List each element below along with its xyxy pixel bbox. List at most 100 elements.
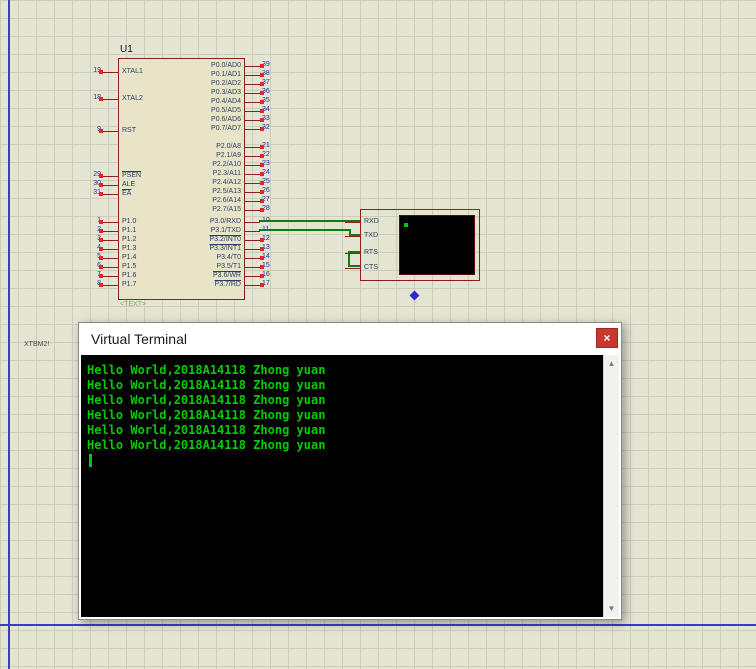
pin-label: P3.1/TXD xyxy=(210,227,241,234)
chip-body[interactable]: 19XTAL118XTAL29RST29PSEN30ALE31EA1P1.02P… xyxy=(93,58,270,300)
pin-label: P0.5/AD5 xyxy=(211,107,241,114)
pin-stub xyxy=(245,267,260,268)
pin-stub xyxy=(245,174,260,175)
pin-stub xyxy=(103,231,118,232)
pin-endpoint xyxy=(99,70,103,74)
sheet-border-bottom xyxy=(0,624,756,626)
pin-stub xyxy=(245,156,260,157)
pin-number: 31 xyxy=(93,189,101,196)
pin-stub xyxy=(245,147,260,148)
pin-number: 26 xyxy=(262,187,270,194)
pin-stub xyxy=(245,285,260,286)
terminal-line: Hello World,2018A14118 Zhong yuan xyxy=(87,408,326,422)
pin-label: CTS xyxy=(364,264,378,271)
pin-stub xyxy=(245,129,260,130)
pin-label: P1.7 xyxy=(122,281,137,288)
pin-stub xyxy=(245,210,260,211)
pin-stub xyxy=(103,99,118,100)
pin-endpoint xyxy=(99,183,103,187)
pin-endpoint xyxy=(260,109,264,113)
pin-number: 19 xyxy=(93,67,101,74)
pin-stub xyxy=(103,240,118,241)
pin-number: 33 xyxy=(262,115,270,122)
terminal-line: Hello World,2018A14118 Zhong yuan xyxy=(87,438,326,452)
pin-number: 24 xyxy=(262,169,270,176)
pin-stub xyxy=(245,240,260,241)
pin-stub xyxy=(245,258,260,259)
pin-stub xyxy=(103,258,118,259)
sheet-border-left xyxy=(8,0,10,669)
window-title: Virtual Terminal xyxy=(91,331,187,347)
pin-label: P2.1/A9 xyxy=(216,152,241,159)
pin-label: XTAL2 xyxy=(122,95,143,102)
pin-stub xyxy=(245,75,260,76)
close-button[interactable]: × xyxy=(596,328,618,348)
pin-stub xyxy=(245,93,260,94)
pin-label: EA xyxy=(122,190,132,197)
pin-endpoint xyxy=(260,163,264,167)
pin-number: 30 xyxy=(93,180,101,187)
pin-stub xyxy=(103,72,118,73)
pin-label: PSEN xyxy=(122,172,142,179)
pin-label: P0.4/AD4 xyxy=(211,98,241,105)
scroll-up-icon[interactable]: ▲ xyxy=(607,359,616,368)
pin-label: P3.2/INT0 xyxy=(209,236,241,243)
pin-stub xyxy=(103,267,118,268)
pin-number: 12 xyxy=(262,235,270,242)
pin-endpoint xyxy=(260,91,264,95)
pin-stub xyxy=(103,185,118,186)
pin-stub xyxy=(245,201,260,202)
pin-label: P1.1 xyxy=(122,227,137,234)
pin-stub xyxy=(103,131,118,132)
pin-label: P1.6 xyxy=(122,272,137,279)
chip-text-placeholder: <TEXT> xyxy=(120,301,147,308)
pin-stub xyxy=(245,120,260,121)
pin-stub xyxy=(245,102,260,103)
pin-stub xyxy=(345,268,360,269)
pin-endpoint xyxy=(260,82,264,86)
pin-number: 32 xyxy=(262,124,270,131)
pin-endpoint xyxy=(99,97,103,101)
pin-label: P0.6/AD6 xyxy=(211,116,241,123)
terminal-line: Hello World,2018A14118 Zhong yuan xyxy=(87,393,326,407)
pin-label: P2.7/A15 xyxy=(212,206,241,213)
pin-label: TXD xyxy=(364,232,378,239)
pin-stub xyxy=(245,192,260,193)
pin-label: P3.6/WR xyxy=(212,272,241,279)
pin-label: RTS xyxy=(364,249,378,256)
scroll-down-icon[interactable]: ▼ xyxy=(607,604,616,613)
pin-endpoint xyxy=(99,274,103,278)
pin-number: 35 xyxy=(262,97,270,104)
pin-number: 23 xyxy=(262,160,270,167)
chip-reference: U1 xyxy=(120,44,133,55)
pin-label: P3.5/T1 xyxy=(216,263,241,270)
window-titlebar[interactable]: Virtual Terminal × xyxy=(79,323,621,355)
terminal-line: Hello World,2018A14118 Zhong yuan xyxy=(87,363,326,377)
pin-label: P1.2 xyxy=(122,236,137,243)
pin-stub xyxy=(103,176,118,177)
pin-stub xyxy=(103,285,118,286)
pin-number: 27 xyxy=(262,196,270,203)
pin-endpoint xyxy=(260,274,264,278)
pin-endpoint xyxy=(260,238,264,242)
pin-stub xyxy=(245,183,260,184)
pin-endpoint xyxy=(260,208,264,212)
pin-number: 14 xyxy=(262,253,270,260)
pin-label: P2.3/A11 xyxy=(212,170,241,177)
pin-endpoint xyxy=(260,64,264,68)
pin-number: 28 xyxy=(262,205,270,212)
terminal-line: Hello World,2018A14118 Zhong yuan xyxy=(87,378,326,392)
pin-number: 13 xyxy=(262,244,270,251)
pin-stub xyxy=(245,249,260,250)
pin-label: P0.7/AD7 xyxy=(211,125,241,132)
terminal-scrollbar[interactable]: ▲ ▼ xyxy=(603,355,619,617)
wire-txd xyxy=(349,229,351,236)
pin-endpoint xyxy=(99,174,103,178)
pin-number: 37 xyxy=(262,79,270,86)
pin-number: 21 xyxy=(262,142,270,149)
pin-label: P1.3 xyxy=(122,245,137,252)
